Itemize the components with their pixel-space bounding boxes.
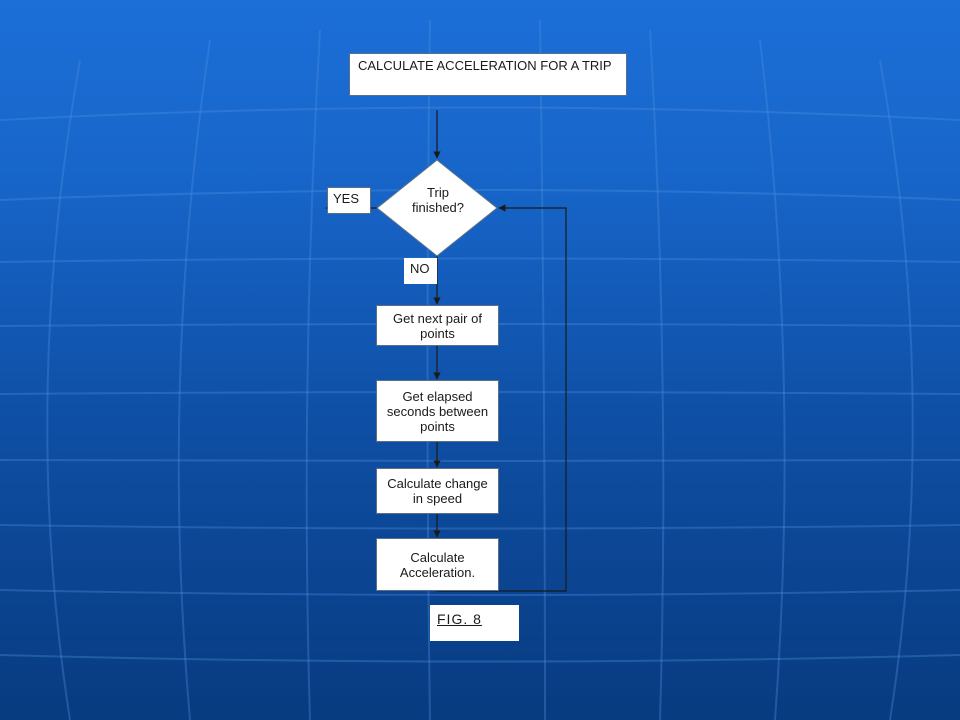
figure-caption-text: FIG. 8 [437,611,482,627]
step-text-line: Get elapsed [402,388,473,404]
flowchart-title-text: CALCULATE ACCELERATION FOR A TRIP [358,58,612,73]
step-text-line: points [420,325,455,341]
step-text-line: Calculate change [387,476,488,491]
step-get-elapsed-seconds: Get elapsed seconds between points [376,380,499,442]
step-text-line: Get next pair of [393,310,482,326]
step-text-line: in speed [412,491,463,506]
figure-caption: FIG. 8 [430,605,519,641]
flowchart-title: CALCULATE ACCELERATION FOR A TRIP [349,53,627,96]
step-text-line: seconds between [386,403,489,419]
step-calculate-change-in-speed: Calculate change in speed [376,468,499,514]
step-text-line: Acceleration. [399,564,476,580]
step-get-next-pair: Get next pair of points [376,305,499,346]
yes-label: YES [327,187,371,214]
step-text-line: Calculate [410,549,465,565]
decision-diamond [376,159,498,257]
step-calculate-acceleration: Calculate Acceleration. [376,538,499,591]
decision-label-line2: finished? [411,200,465,215]
no-label: NO [404,258,437,284]
step-text-line: points [420,418,455,434]
decision-label: Trip finished? [392,185,484,225]
decision-label-line1: Trip [427,185,449,200]
